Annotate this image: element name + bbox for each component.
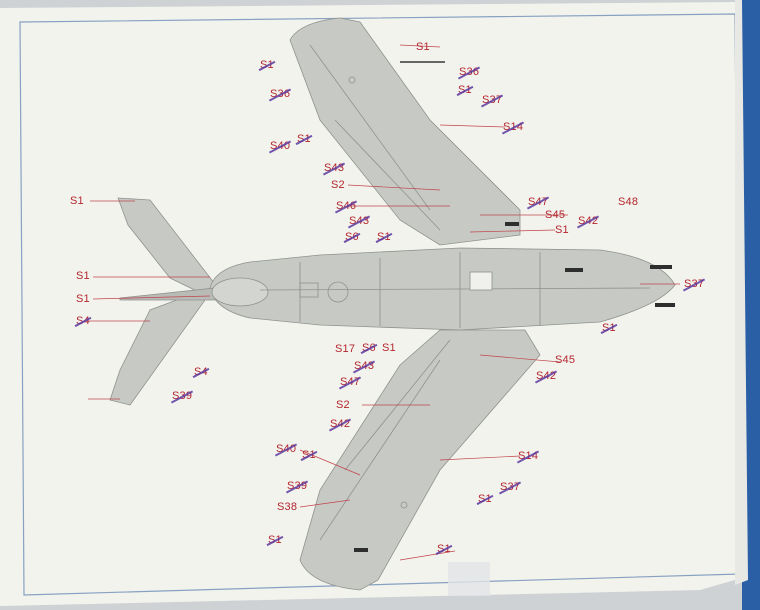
- callout-label: S1: [260, 59, 274, 71]
- leader-lines: [88, 44, 680, 561]
- callout-label: S38: [277, 501, 298, 513]
- callout-label: S1: [416, 41, 430, 53]
- callout-label: S36: [270, 88, 291, 100]
- callout-label: S4: [76, 315, 90, 327]
- callout-label: S1: [268, 534, 282, 546]
- callout-label: S1: [297, 133, 311, 145]
- callout-label: S6: [362, 342, 376, 354]
- callout-label: S6: [345, 231, 359, 243]
- callout-label: S37: [482, 94, 503, 106]
- callout-label: S2: [331, 179, 345, 191]
- upper-wing: [289, 17, 521, 246]
- callout-label: S14: [518, 450, 539, 462]
- callout-label: S14: [503, 121, 524, 133]
- callout-label: S43: [324, 162, 345, 174]
- callout-label: S40: [276, 443, 297, 455]
- callout-label: S1: [377, 231, 391, 243]
- callout-label: S1: [458, 84, 472, 96]
- callout-label: S36: [459, 66, 480, 78]
- callout-label: S2: [336, 399, 350, 411]
- callout-label: S45: [555, 354, 576, 366]
- aircraft-top-view: [109, 17, 676, 591]
- callout-label: S42: [330, 418, 351, 430]
- callout-label: S47: [340, 376, 361, 388]
- callout-label: S1: [302, 449, 316, 461]
- callout-label: S39: [287, 480, 308, 492]
- callout-label: S39: [172, 390, 193, 402]
- callout-label: S40: [270, 140, 291, 152]
- callout-label: S48: [618, 196, 639, 208]
- callout-label: S4: [194, 366, 208, 378]
- callout-label: S1: [602, 322, 616, 334]
- callout-label: S47: [528, 196, 549, 208]
- callout-label: S1: [76, 270, 90, 282]
- callout-label: S1: [478, 493, 492, 505]
- callout-label: S42: [536, 370, 557, 382]
- callout-label: S1: [70, 195, 84, 207]
- callout-label: S43: [349, 215, 370, 227]
- sticker-smudge: [448, 562, 490, 596]
- callout-label: S43: [354, 360, 375, 372]
- callout-label: S45: [545, 209, 566, 221]
- callout-label: S42: [578, 215, 599, 227]
- callout-label: S37: [684, 278, 705, 290]
- callout-label: S46: [336, 200, 357, 212]
- callout-label: S1: [76, 293, 90, 305]
- callout-label: S17: [335, 343, 356, 355]
- callout-label: S1: [382, 342, 396, 354]
- callout-label: S1: [555, 224, 569, 236]
- callout-label: S37: [500, 481, 521, 493]
- callout-label: S1: [437, 543, 451, 555]
